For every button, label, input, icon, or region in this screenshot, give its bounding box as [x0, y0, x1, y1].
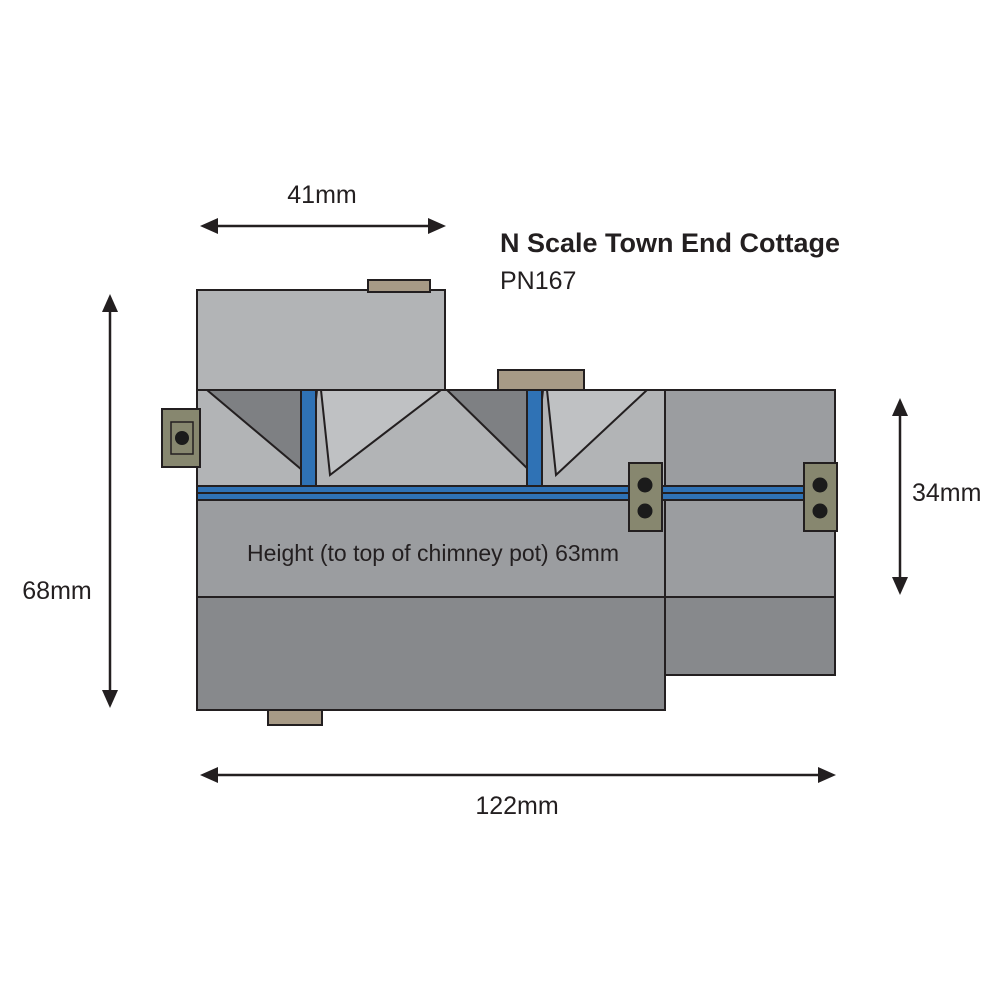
right-height-label: 34mm — [912, 479, 981, 507]
connector-middle-dot-top — [637, 477, 653, 493]
product-code: PN167 — [500, 267, 576, 295]
base-block — [196, 596, 666, 711]
top-width-arrowhead-left — [200, 218, 218, 234]
upper-left-block — [196, 289, 446, 391]
connector-middle-dot-bottom — [637, 503, 653, 519]
connector-right-dot-bottom — [812, 503, 828, 519]
top-width-label: 41mm — [287, 181, 356, 209]
chimney-tab-middle — [497, 369, 585, 391]
right-wing-lower-block — [664, 596, 836, 676]
connector-block-right — [803, 462, 838, 532]
right-height-arrowhead-bottom — [892, 577, 908, 595]
left-tab-dot — [175, 431, 189, 445]
roof-panel-light-right — [545, 389, 650, 478]
bottom-width-arrowhead-left — [200, 767, 218, 783]
left-height-arrow — [102, 294, 118, 708]
top-width-arrowhead-right — [428, 218, 446, 234]
roof-ridge-right — [526, 389, 543, 487]
right-height-arrowhead-top — [892, 398, 908, 416]
roof-panel-light-left — [319, 389, 444, 477]
left-wall-tab-inner — [170, 421, 194, 455]
height-annotation: Height (to top of chimney pot) 63mm — [247, 540, 619, 566]
roof-ridge-left — [300, 389, 317, 487]
left-height-arrowhead-top — [102, 294, 118, 312]
product-title: N Scale Town End Cottage — [500, 228, 840, 258]
bottom-width-arrow — [200, 767, 836, 783]
chimney-tab-top — [367, 279, 431, 293]
bottom-tab — [267, 709, 323, 726]
top-width-arrow — [200, 218, 446, 234]
connector-block-middle — [628, 462, 663, 532]
left-height-label: 68mm — [22, 577, 91, 605]
bottom-width-arrowhead-right — [818, 767, 836, 783]
right-height-arrow — [892, 398, 908, 595]
bottom-width-label: 122mm — [475, 792, 558, 820]
connector-right-dot-top — [812, 477, 828, 493]
left-height-arrowhead-bottom — [102, 690, 118, 708]
